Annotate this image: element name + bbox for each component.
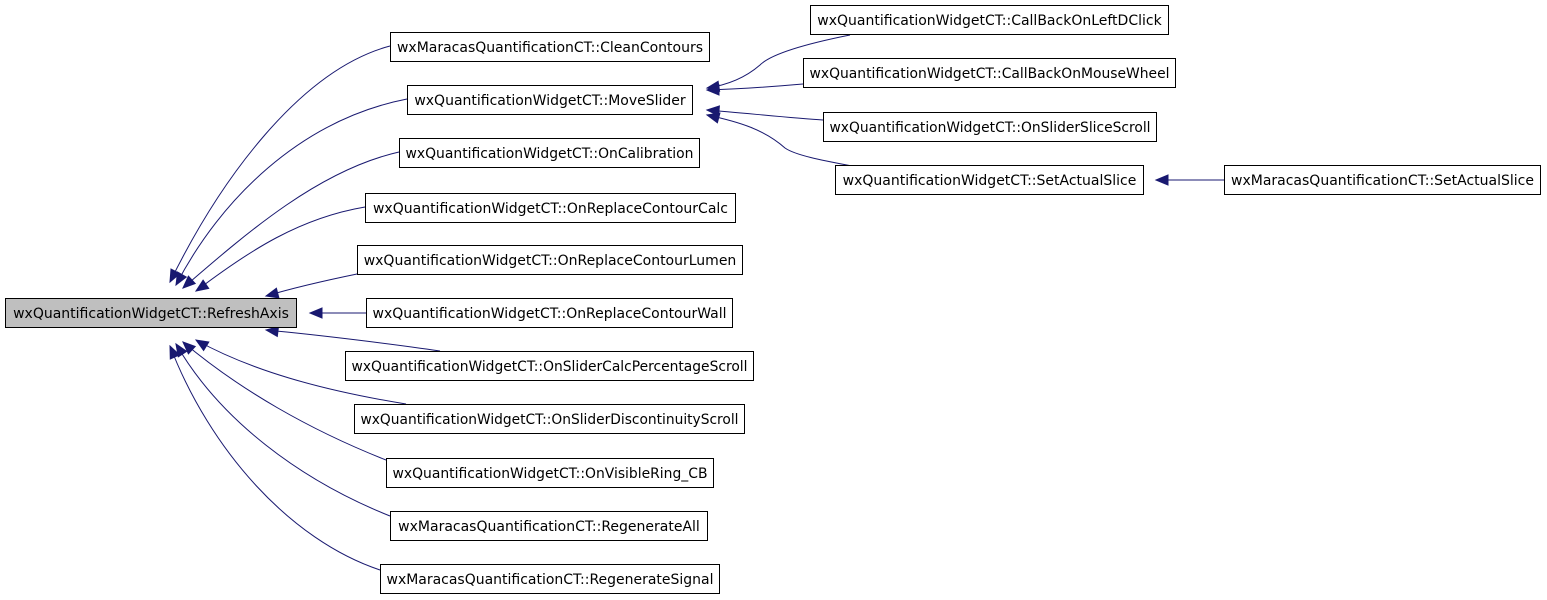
node-label: wxMaracasQuantificationCT::CleanContours (397, 40, 703, 56)
node-on-slider-discontinuity-scroll[interactable]: wxQuantificationWidgetCT::OnSliderDiscon… (354, 404, 745, 434)
node-label: wxMaracasQuantificationCT::RegenerateAll (398, 519, 700, 535)
node-box (390, 32, 710, 62)
arrowhead (169, 344, 181, 360)
edge-regenerate_signal-to-refresh_axis (169, 344, 381, 571)
edge-clean_contours-to-refresh_axis (169, 45, 391, 284)
arrowhead (175, 271, 188, 287)
node-label: wxQuantificationWidgetCT::OnVisibleRing_… (393, 466, 708, 482)
edge-on_slider_discontinuity_scroll-to-refresh_axis (194, 339, 407, 405)
edge-on_replace_contour_wall-to-refresh_axis (308, 307, 366, 319)
edge-line (265, 329, 441, 352)
node-box (1224, 165, 1541, 195)
arrowhead (194, 279, 210, 292)
arrowhead (182, 341, 197, 355)
node-box (823, 112, 1157, 142)
edge-on_calibration-to-refresh_axis (182, 151, 400, 289)
node-label: wxQuantificationWidgetCT::OnSliderDiscon… (361, 412, 739, 428)
arrowhead (264, 287, 280, 299)
node-box (357, 245, 743, 275)
edge-on_replace_contour_calc-to-refresh_axis (194, 206, 366, 292)
node-regenerate-all[interactable]: wxMaracasQuantificationCT::RegenerateAll (390, 511, 708, 541)
edge-on_visible_ring_cb-to-refresh_axis (182, 341, 387, 461)
node-box (386, 458, 714, 488)
node-refresh-axis[interactable]: wxQuantificationWidgetCT::RefreshAxis (5, 298, 297, 328)
node-label: wxQuantificationWidgetCT::CallBackOnLeft… (817, 13, 1162, 29)
arrowhead (264, 325, 280, 338)
node-box (5, 298, 297, 328)
node-label: wxQuantificationWidgetCT::SetActualSlice (843, 173, 1137, 189)
node-box (803, 58, 1176, 88)
node-call-back-on-mouse-wheel[interactable]: wxQuantificationWidgetCT::CallBackOnMous… (803, 58, 1176, 88)
node-label: wxMaracasQuantificationCT::RegenerateSig… (387, 572, 714, 588)
edge-on_slider_calc_percentage_scroll-to-refresh_axis (264, 325, 441, 352)
node-box (380, 564, 720, 594)
node-on-calibration[interactable]: wxQuantificationWidgetCT::OnCalibration (399, 138, 700, 168)
node-box (390, 511, 708, 541)
node-label: wxMaracasQuantificationCT::SetActualSlic… (1231, 173, 1534, 189)
edge-line (169, 45, 391, 283)
node-box (835, 165, 1144, 195)
arrowhead (169, 268, 181, 284)
edge-line (706, 114, 853, 167)
node-label: wxQuantificationWidgetCT::OnCalibration (406, 146, 694, 162)
node-on-visible-ring-cb[interactable]: wxQuantificationWidgetCT::OnVisibleRing_… (386, 458, 714, 488)
edge-line (182, 151, 400, 289)
edges-layer (169, 34, 1224, 571)
arrowhead (308, 307, 323, 319)
node-set-actual-slice-widget[interactable]: wxQuantificationWidgetCT::SetActualSlice (835, 165, 1144, 195)
node-label: wxQuantificationWidgetCT::OnReplaceConto… (373, 201, 728, 217)
edge-call_back_on_mouse_wheel-to-move_slider (705, 83, 804, 96)
node-clean-contours[interactable]: wxMaracasQuantificationCT::CleanContours (390, 32, 710, 62)
edge-line (706, 109, 824, 121)
node-label: wxQuantificationWidgetCT::OnReplaceConto… (364, 253, 737, 269)
node-box (399, 138, 700, 168)
node-box (365, 193, 736, 223)
node-on-replace-contour-lumen[interactable]: wxQuantificationWidgetCT::OnReplaceConto… (357, 245, 743, 275)
arrowhead (705, 112, 721, 124)
node-label: wxQuantificationWidgetCT::OnSliderSliceS… (830, 120, 1151, 136)
edge-line (175, 343, 391, 517)
node-regenerate-signal[interactable]: wxMaracasQuantificationCT::RegenerateSig… (380, 564, 720, 594)
node-label: wxQuantificationWidgetCT::MoveSlider (414, 93, 686, 109)
arrowhead (182, 275, 197, 289)
arrowhead (1154, 174, 1169, 186)
edge-line (195, 339, 407, 405)
arrowhead (194, 339, 210, 352)
node-on-replace-contour-wall[interactable]: wxQuantificationWidgetCT::OnReplaceConto… (366, 298, 733, 328)
edge-line (182, 341, 387, 461)
nodes-layer: wxQuantificationWidgetCT::RefreshAxiswxM… (5, 5, 1541, 594)
node-box (810, 5, 1169, 35)
node-box (366, 298, 733, 328)
edge-move_slider-to-refresh_axis (175, 98, 408, 287)
node-move-slider[interactable]: wxQuantificationWidgetCT::MoveSlider (407, 85, 693, 115)
node-on-slider-slice-scroll[interactable]: wxQuantificationWidgetCT::OnSliderSliceS… (823, 112, 1157, 142)
node-label: wxQuantificationWidgetCT::CallBackOnMous… (810, 66, 1170, 82)
node-on-slider-calc-percentage-scroll[interactable]: wxQuantificationWidgetCT::OnSliderCalcPe… (345, 351, 754, 381)
edge-line (195, 206, 366, 292)
node-box (354, 404, 745, 434)
edge-line (175, 98, 408, 286)
edge-set_actual_slice_widget-to-move_slider (705, 112, 853, 167)
node-label: wxQuantificationWidgetCT::OnReplaceConto… (373, 306, 727, 322)
node-box (345, 351, 754, 381)
edge-on_slider_slice_scroll-to-move_slider (705, 105, 824, 121)
arrowhead (705, 84, 720, 96)
node-label: wxQuantificationWidgetCT::RefreshAxis (13, 306, 289, 322)
node-set-actual-slice-maracas[interactable]: wxMaracasQuantificationCT::SetActualSlic… (1224, 165, 1541, 195)
node-call-back-on-left-dclick[interactable]: wxQuantificationWidgetCT::CallBackOnLeft… (810, 5, 1169, 35)
edge-set_actual_slice_maracas-to-set_actual_slice_widget (1154, 174, 1224, 186)
node-label: wxQuantificationWidgetCT::OnSliderCalcPe… (352, 359, 748, 375)
edge-line (169, 345, 381, 571)
node-box (407, 85, 693, 115)
edge-line (706, 34, 851, 89)
node-on-replace-contour-calc[interactable]: wxQuantificationWidgetCT::OnReplaceConto… (365, 193, 736, 223)
